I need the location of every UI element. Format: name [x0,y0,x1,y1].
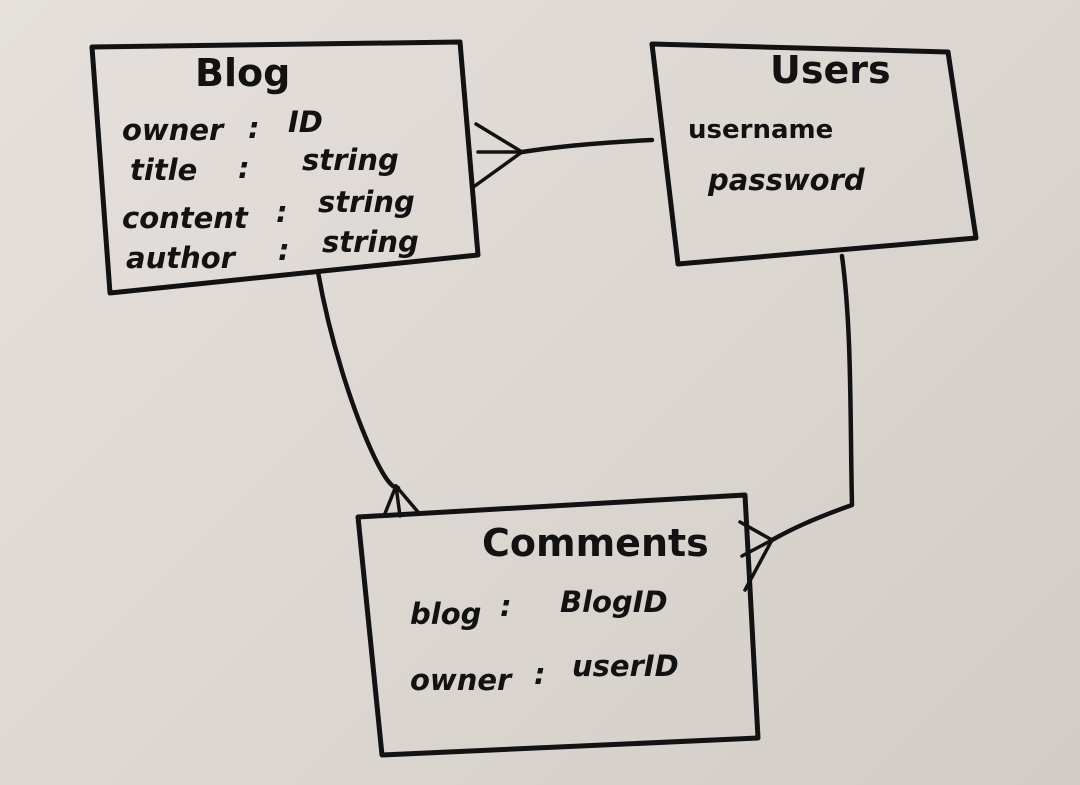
comments-field-name: owner [410,663,513,697]
blog-entity: Blog owner : ID title : string content :… [89,39,481,296]
users-entity-box [649,41,979,267]
crow-foot-icon [394,484,420,514]
crow-foot-icon [474,122,524,154]
comments-entity: Comments blog : BlogID owner : userID [355,492,761,758]
blog-field-name: author [126,241,237,275]
comments-field-type: userID [572,649,679,683]
relationship-line [315,269,401,491]
crow-foot-icon [394,484,402,518]
relationship-blog-comments [315,269,420,518]
blog-field-name: content [122,201,249,235]
blog-field-name: title [130,153,197,187]
comments-field-sep: : [534,657,546,691]
crow-foot-icon [738,520,774,542]
relationship-line [769,253,855,543]
blog-field-sep: : [248,111,260,145]
blog-field-name: owner [122,113,225,147]
comments-entity-box [355,492,761,758]
blog-entity-title: Blog [195,51,290,95]
blog-field-type: string [302,143,399,177]
blog-field-type: string [322,225,419,259]
users-field-name: password [707,163,865,197]
comments-field-type: BlogID [560,585,668,619]
crow-foot-icon [740,538,774,558]
relationship-line [519,137,655,155]
blog-field-sep: : [278,233,290,267]
blog-field-sep: : [238,151,250,185]
blog-field-type: ID [288,105,323,139]
relationship-users-blog [470,122,655,190]
crow-foot-icon [743,538,774,592]
blog-entity-box [89,39,481,296]
crow-foot-icon [470,150,524,190]
blog-field-sep: : [276,195,288,229]
users-entity: Users username password [649,41,979,267]
users-field-name: username [688,115,833,145]
crow-foot-icon [382,484,398,518]
blog-field-type: string [318,185,415,219]
comments-field-sep: : [500,589,512,623]
comments-entity-title: Comments [482,521,709,565]
users-entity-title: Users [770,48,891,92]
comments-field-name: blog [410,597,481,631]
relationship-users-comments [738,253,855,592]
